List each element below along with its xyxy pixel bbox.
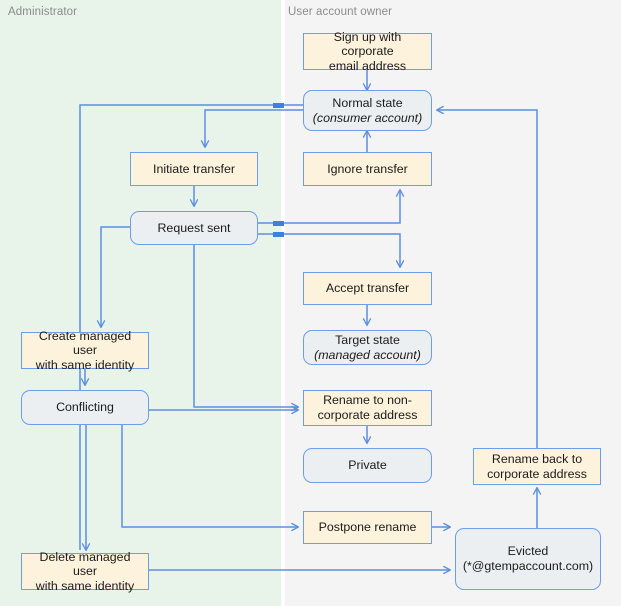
node-rename-back-to-corporate-label-2: corporate address: [487, 466, 587, 481]
node-postpone-rename[interactable]: Postpone rename: [303, 511, 432, 544]
node-postpone-rename-label: Postpone rename: [318, 520, 417, 535]
node-sign-up-label-2: email address: [328, 58, 407, 73]
node-rename-to-non-corporate-label-2: corporate address: [317, 408, 418, 422]
node-rename-to-non-corporate[interactable]: Rename to non- corporate address: [303, 390, 432, 426]
node-request-sent[interactable]: Request sent: [130, 211, 258, 245]
node-evicted-label-2: (*@gtempaccount.com): [462, 559, 594, 573]
node-rename-back-to-corporate-label-1: Rename back to: [491, 451, 583, 466]
node-target-state[interactable]: Target state (managed account): [303, 330, 432, 365]
node-initiate-transfer-label: Initiate transfer: [153, 161, 235, 176]
node-accept-transfer[interactable]: Accept transfer: [303, 272, 432, 305]
edge-rename-back-to-normal: [435, 105, 538, 448]
edge-normal-to-initiate-transfer: [200, 109, 303, 149]
node-sign-up-label-1: Sign up with corporate: [333, 29, 402, 59]
lane-label-user-account-owner: User account owner: [288, 6, 393, 18]
node-ignore-transfer-label: Ignore transfer: [327, 161, 408, 176]
node-target-state-label-1: Target state: [335, 332, 400, 347]
lane-crossing-marker-accept: [273, 232, 284, 237]
node-delete-managed-user-label-1: Delete managed user: [39, 549, 131, 579]
node-create-managed-user-label-1: Create managed user: [38, 328, 132, 358]
edge-request-sent-to-rename-non-corporate: [193, 244, 300, 412]
node-private-label: Private: [348, 458, 387, 473]
node-normal-state-label-2: (consumer account): [312, 110, 423, 125]
node-normal-state[interactable]: Normal state (consumer account): [303, 90, 432, 131]
node-private[interactable]: Private: [303, 448, 432, 483]
node-evicted[interactable]: Evicted (*@gtempaccount.com): [455, 528, 601, 590]
node-ignore-transfer[interactable]: Ignore transfer: [303, 152, 432, 186]
edge-conflicting-to-postpone-rename: [121, 424, 300, 532]
node-delete-managed-user[interactable]: Delete managed user with same identity: [21, 549, 149, 593]
node-create-managed-user[interactable]: Create managed user with same identity: [21, 328, 149, 372]
node-rename-to-non-corporate-label-1: Rename to non-: [323, 393, 412, 408]
node-target-state-label-2: (managed account): [314, 347, 421, 362]
lane-label-administrator: Administrator: [8, 6, 78, 18]
node-conflicting-label: Conflicting: [56, 400, 114, 415]
node-conflicting[interactable]: Conflicting: [21, 390, 149, 425]
lane-administrator: [0, 0, 281, 606]
lane-crossing-marker-ignore: [273, 221, 284, 226]
edge-request-sent-to-ignore-transfer: [258, 188, 405, 224]
node-accept-transfer-label: Accept transfer: [325, 281, 410, 296]
lane-crossing-marker-normal: [273, 103, 284, 108]
node-normal-state-label-1: Normal state: [332, 95, 403, 110]
edge-request-sent-to-accept-transfer: [258, 233, 405, 269]
node-evicted-label-1: Evicted: [507, 544, 549, 559]
node-create-managed-user-label-2: with same identity: [35, 357, 135, 372]
edge-request-sent-to-create-managed-user: [96, 226, 130, 329]
node-request-sent-label: Request sent: [157, 220, 231, 235]
node-sign-up[interactable]: Sign up with corporate email address: [303, 29, 432, 73]
node-rename-back-to-corporate[interactable]: Rename back to corporate address: [473, 448, 601, 485]
node-delete-managed-user-label-2: with same identity: [35, 578, 135, 593]
node-initiate-transfer[interactable]: Initiate transfer: [130, 152, 258, 186]
